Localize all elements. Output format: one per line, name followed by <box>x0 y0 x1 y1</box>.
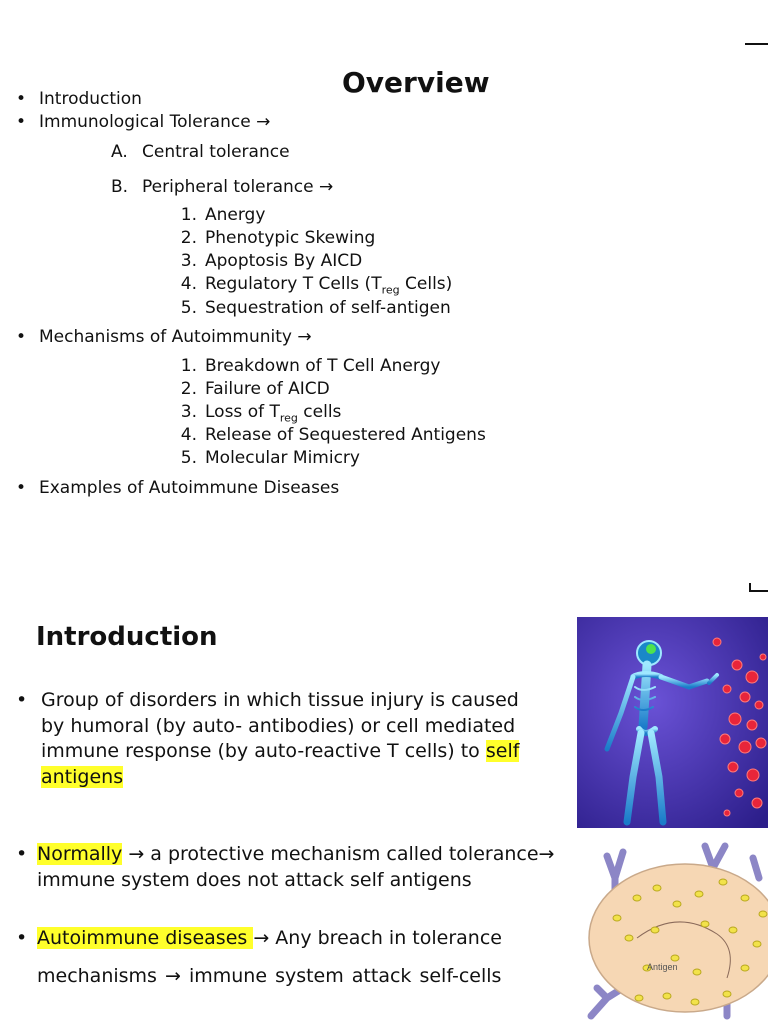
human-skeleton-icon <box>604 640 719 826</box>
overview-subitem-peripheral-tolerance: B.Peripheral tolerance → <box>111 177 334 197</box>
slide-edge-mark <box>749 583 751 592</box>
overview-list-item: 5.Sequestration of self-antigen <box>180 298 451 318</box>
overview-item-mechanisms: • Mechanisms of Autoimmunity → <box>16 327 312 347</box>
overview-item-immunological-tolerance: • Immunological Tolerance → <box>16 112 271 132</box>
overview-list-item: 3.Apoptosis By AICD <box>180 251 363 271</box>
intro-paragraph-autoimmune: • Autoimmune diseases → Any breach in to… <box>16 927 502 987</box>
immune-body-illustration <box>577 617 768 828</box>
overview-title: Overview <box>342 66 490 99</box>
slide-edge-mark <box>745 43 768 45</box>
overview-list-item: 4.Regulatory T Cells (Treg Cells) <box>180 274 453 297</box>
overview-list-item: 2.Failure of AICD <box>180 379 330 399</box>
pathogen-icon <box>712 637 767 817</box>
slide-edge-mark <box>749 590 768 592</box>
overview-item-examples: • Examples of Autoimmune Diseases <box>16 478 340 498</box>
antigen-dot-icon <box>612 878 768 1006</box>
overview-list-item: 1.Breakdown of T Cell Anergy <box>180 356 441 376</box>
intro-paragraph-definition: • Group of disorders in which tissue inj… <box>16 689 520 788</box>
antigen-label: Antigen <box>647 962 678 972</box>
highlight-normally: Normally <box>37 843 123 865</box>
overview-subitem-central-tolerance: A.Central tolerance <box>111 142 290 162</box>
cell-body <box>588 863 768 1013</box>
overview-list-item: 1.Anergy <box>180 205 266 225</box>
overview-slide: Overview • Introduction • Immunological … <box>16 43 768 498</box>
overview-list-item: 3.Loss of Treg cells <box>180 402 342 425</box>
overview-list-item: 5.Molecular Mimicry <box>180 448 360 468</box>
overview-list-item: 2.Phenotypic Skewing <box>180 228 376 248</box>
antigen-antibody-diagram: Antigen <box>577 838 768 1024</box>
overview-list-item: 4.Release of Sequestered Antigens <box>180 425 486 445</box>
overview-item-introduction: • Introduction <box>16 89 142 109</box>
intro-paragraph-normally: • Normally → a protective mechanism call… <box>16 843 555 891</box>
introduction-title: Introduction <box>36 622 218 652</box>
highlight-autoimmune-diseases: Autoimmune diseases <box>37 927 254 949</box>
